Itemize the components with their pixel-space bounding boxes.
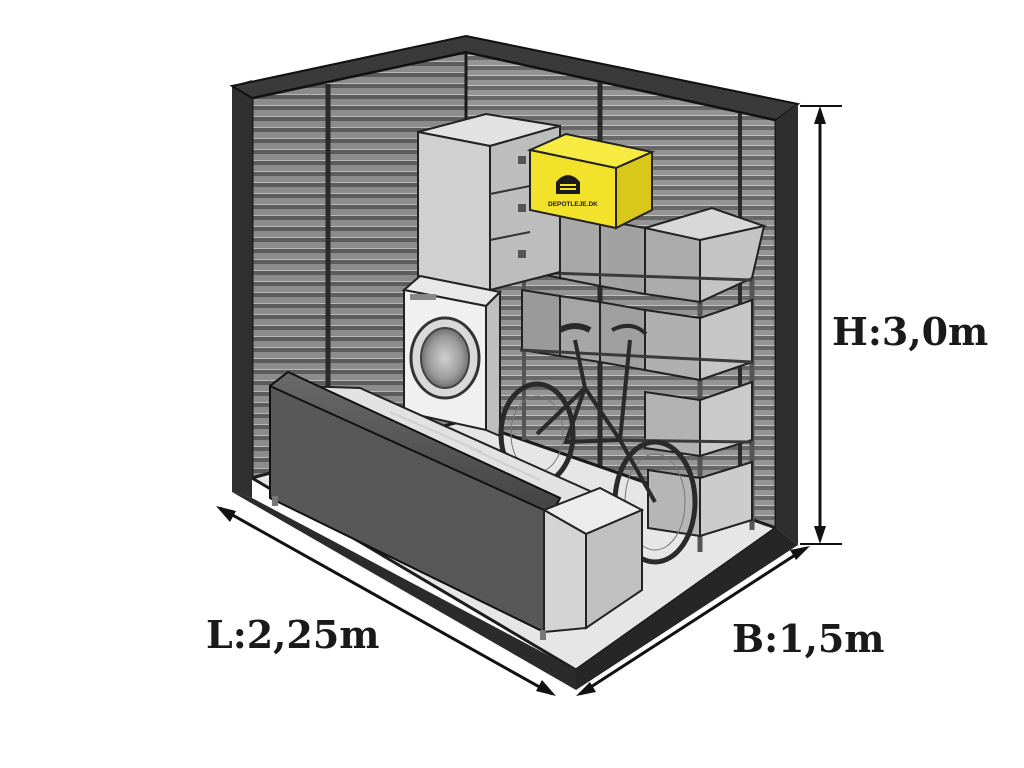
bicycle	[498, 323, 698, 565]
floor-front-edge	[232, 492, 576, 690]
right-frame-edge	[776, 104, 798, 545]
length-label: L:2,25m	[206, 612, 380, 657]
width-label: B:1,5m	[732, 616, 884, 661]
box-logo-text: DEPOTLEJE.DK	[548, 201, 598, 208]
box-logo-icon	[556, 175, 580, 194]
sofa	[268, 370, 645, 640]
left-frame-edge	[232, 80, 252, 498]
cardboard-box: DEPOTLEJE.DK	[526, 132, 656, 230]
width-dimension-arrow	[576, 546, 810, 696]
washing-machine	[401, 274, 503, 438]
floor-right-edge	[576, 528, 798, 690]
length-dimension-arrow	[216, 506, 556, 696]
height-label: H:3,0m	[832, 309, 988, 354]
height-dimension-arrow	[800, 105, 842, 545]
washer-drum	[420, 327, 470, 389]
